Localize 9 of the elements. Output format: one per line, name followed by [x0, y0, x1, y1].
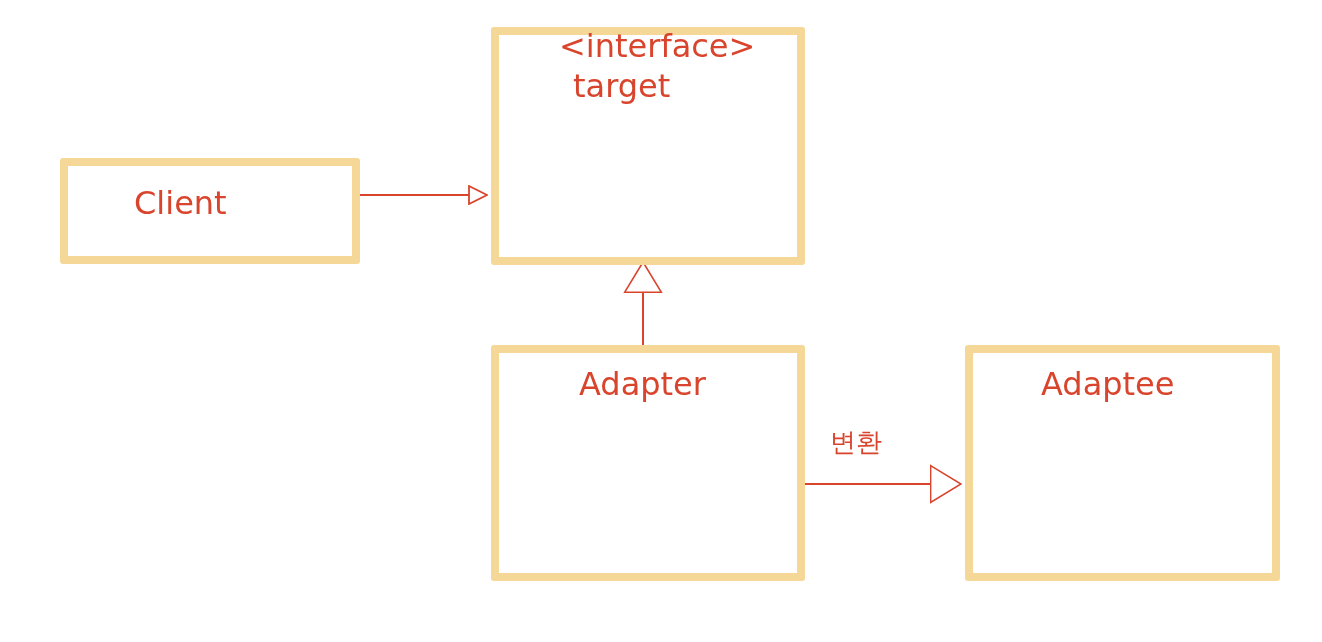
class-box	[491, 345, 805, 581]
class-name: Client	[134, 186, 227, 222]
class-name: target	[573, 69, 671, 105]
stereotype-label: <interface>	[559, 29, 756, 65]
class-box	[965, 345, 1280, 581]
class-box	[60, 158, 360, 264]
class-name: Adapter	[579, 367, 706, 403]
class-box	[491, 27, 805, 265]
class-name: Adaptee	[1041, 367, 1175, 403]
